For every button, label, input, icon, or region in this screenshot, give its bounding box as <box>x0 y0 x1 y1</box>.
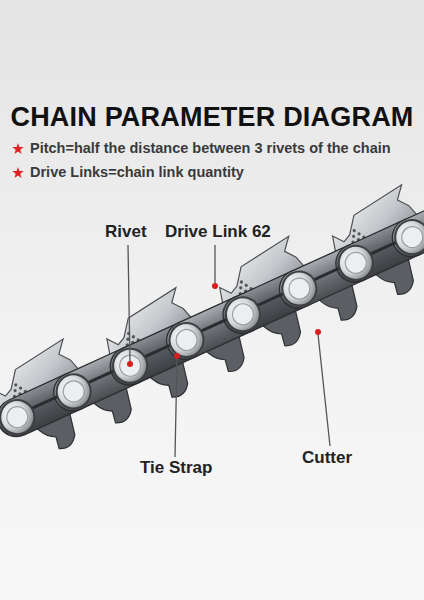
part-label: Drive Link 62 <box>165 222 271 242</box>
rivet-head <box>398 223 424 251</box>
rivet-head <box>173 326 201 354</box>
tie-strap-plate <box>160 289 269 366</box>
depth-dot <box>239 280 243 284</box>
rivet-head <box>60 378 88 406</box>
plate-highlight <box>33 397 57 408</box>
rivet <box>220 292 265 337</box>
tie-strap-plate <box>217 263 326 340</box>
part-label: Rivet <box>105 222 147 242</box>
part-label: Cutter <box>302 448 352 468</box>
depth-dot <box>13 389 17 393</box>
leader-dot <box>127 361 133 367</box>
saw-chain <box>0 156 424 469</box>
depth-dot <box>351 234 355 238</box>
leader-line <box>214 245 215 284</box>
bullet-stars <box>12 143 23 178</box>
tie-strap-plate <box>386 186 424 263</box>
diagram-title: CHAIN PARAMETER DIAGRAM <box>0 102 424 133</box>
note-text: Pitch=half the distance between 3 rivets… <box>30 140 391 156</box>
star-bullet <box>12 143 23 154</box>
plate-highlight <box>315 268 339 279</box>
star-bullet <box>12 167 23 178</box>
tie-strap-plate <box>48 340 157 417</box>
tie-strap-plate <box>0 366 100 443</box>
depth-dot <box>14 383 18 387</box>
rivet <box>277 266 322 311</box>
rivet <box>164 317 209 362</box>
tie-strap-plate <box>330 212 424 289</box>
leader-dot <box>315 329 321 335</box>
depth-dot <box>18 386 22 390</box>
plate-highlight <box>371 243 395 254</box>
rivet-head <box>285 275 313 303</box>
tie-strap-plate <box>273 237 382 314</box>
depth-dot <box>239 286 243 290</box>
leader-line <box>175 358 177 457</box>
note-text: Drive Links=chain link quantity <box>30 164 244 180</box>
plate-highlight <box>89 371 113 382</box>
leader-line <box>128 245 130 362</box>
plate-highlight <box>146 346 170 357</box>
part-label: Tie Strap <box>140 458 212 478</box>
rivet-head <box>229 300 257 328</box>
rivet <box>333 240 378 285</box>
plate-highlight <box>259 294 283 305</box>
leader-dot <box>174 353 180 359</box>
leader-line <box>318 334 330 446</box>
tie-strap-plate <box>104 314 213 391</box>
depth-dot <box>131 335 135 339</box>
depth-dot <box>244 283 248 287</box>
rivet <box>390 215 424 260</box>
leader-lines <box>127 245 330 457</box>
rivet-head <box>342 249 370 277</box>
rivet <box>51 369 96 414</box>
leader-dot <box>212 283 218 289</box>
depth-dot <box>352 228 356 232</box>
rivet <box>0 395 40 440</box>
rivet-head <box>3 403 31 431</box>
depth-dot <box>357 232 361 236</box>
plate-highlight <box>202 320 226 331</box>
